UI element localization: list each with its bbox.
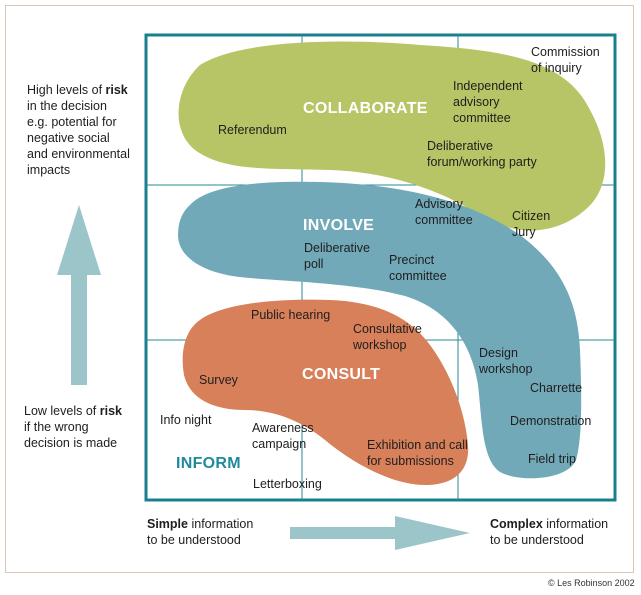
inform-label: INFORM: [176, 455, 241, 472]
complex-line2: to be understood: [490, 533, 584, 547]
low-risk-line: decision is made: [24, 436, 118, 450]
method-line: of inquiry: [531, 61, 582, 75]
method-independent-advisory-committee: Independent advisory committee: [453, 78, 523, 126]
complex-bold: Complex: [490, 517, 543, 531]
method-exhibition: Exhibition and call for submissions: [367, 437, 468, 469]
method-line: advisory: [453, 95, 500, 109]
method-line: Commission: [531, 45, 600, 59]
method-advisory-committee: Advisory committee: [415, 196, 473, 228]
method-line: Awareness: [252, 421, 314, 435]
simple-rest: information: [188, 517, 254, 531]
outer-frame: [5, 5, 634, 573]
high-risk-line: negative social: [27, 131, 110, 145]
method-precinct-committee: Precinct committee: [389, 252, 447, 284]
method-consultative-workshop: Consultative workshop: [353, 321, 422, 353]
method-line: Precinct: [389, 253, 435, 267]
complex-rest: information: [542, 517, 609, 531]
method-letterboxing: Letterboxing: [253, 477, 322, 491]
method-line: committee: [415, 213, 473, 227]
method-commission-of-inquiry: Commission of inquiry: [531, 44, 600, 76]
method-public-hearing: Public hearing: [251, 308, 331, 322]
method-survey: Survey: [199, 373, 238, 387]
consult-zone: [182, 299, 469, 486]
high-risk-line: impacts: [27, 163, 71, 177]
method-info-night: Info night: [160, 413, 212, 427]
method-line: Deliberative: [427, 139, 494, 153]
method-citizen-jury: Citizen Jury: [512, 208, 550, 240]
low-risk-bold: risk: [99, 404, 122, 418]
method-line: committee: [389, 269, 447, 283]
high-risk-line: and environmental: [27, 147, 130, 161]
method-design-workshop: Design workshop: [479, 345, 533, 377]
simple-bold: Simple: [147, 517, 188, 531]
high-risk-prefix: High levels of: [27, 83, 106, 97]
method-line: campaign: [252, 437, 307, 451]
method-line: Consultative: [353, 322, 422, 336]
involve-label: INVOLVE: [303, 217, 375, 234]
method-line: workshop: [353, 338, 407, 352]
complex-caption: Complex information to be understood: [490, 516, 608, 548]
method-referendum: Referendum: [218, 123, 287, 137]
method-line: Jury: [512, 225, 536, 239]
simple-caption: Simple information to be understood: [147, 516, 253, 548]
simple-line1: Simple information: [147, 516, 253, 532]
method-line: Exhibition and call: [367, 438, 468, 452]
method-deliberative-forum: Deliberative forum/working party: [427, 138, 537, 170]
complex-line1: Complex information: [490, 516, 608, 532]
high-risk-caption: High levels of risk in the decision e.g.…: [27, 82, 130, 178]
low-risk-line: if the wrong: [24, 420, 89, 434]
high-risk-bold: risk: [105, 83, 128, 97]
involve-zone: [178, 181, 582, 479]
collaborate-zone: [178, 41, 606, 231]
method-field-trip: Field trip: [528, 452, 576, 466]
copyright-credit: © Les Robinson 2002: [548, 578, 635, 588]
low-risk-line1: Low levels of risk: [24, 403, 122, 419]
high-risk-line: in the decision: [27, 99, 107, 113]
method-line: Design: [479, 346, 518, 360]
high-risk-line1: High levels of risk: [27, 82, 130, 98]
collaborate-label: COLLABORATE: [303, 100, 428, 117]
method-line: workshop: [479, 362, 533, 376]
method-line: Deliberative: [304, 241, 371, 255]
method-line: Advisory: [415, 197, 463, 211]
consult-label: CONSULT: [302, 366, 381, 383]
low-risk-prefix: Low levels of: [24, 404, 100, 418]
method-demonstration: Demonstration: [510, 414, 592, 428]
low-risk-caption: Low levels of risk if the wrong decision…: [24, 403, 122, 451]
method-line: Independent: [453, 79, 523, 93]
method-deliberative-poll: Deliberative poll: [304, 240, 370, 272]
method-line: poll: [304, 257, 324, 271]
method-awareness-campaign: Awareness campaign: [252, 420, 314, 452]
high-risk-line: e.g. potential for: [27, 115, 117, 129]
method-charrette: Charrette: [530, 381, 583, 395]
complexity-arrow: [290, 516, 470, 550]
method-line: forum/working party: [427, 155, 537, 169]
simple-line2: to be understood: [147, 533, 241, 547]
method-line: for submissions: [367, 454, 454, 468]
risk-arrow: [57, 205, 101, 385]
method-line: Citizen: [512, 209, 551, 223]
method-line: committee: [453, 111, 511, 125]
